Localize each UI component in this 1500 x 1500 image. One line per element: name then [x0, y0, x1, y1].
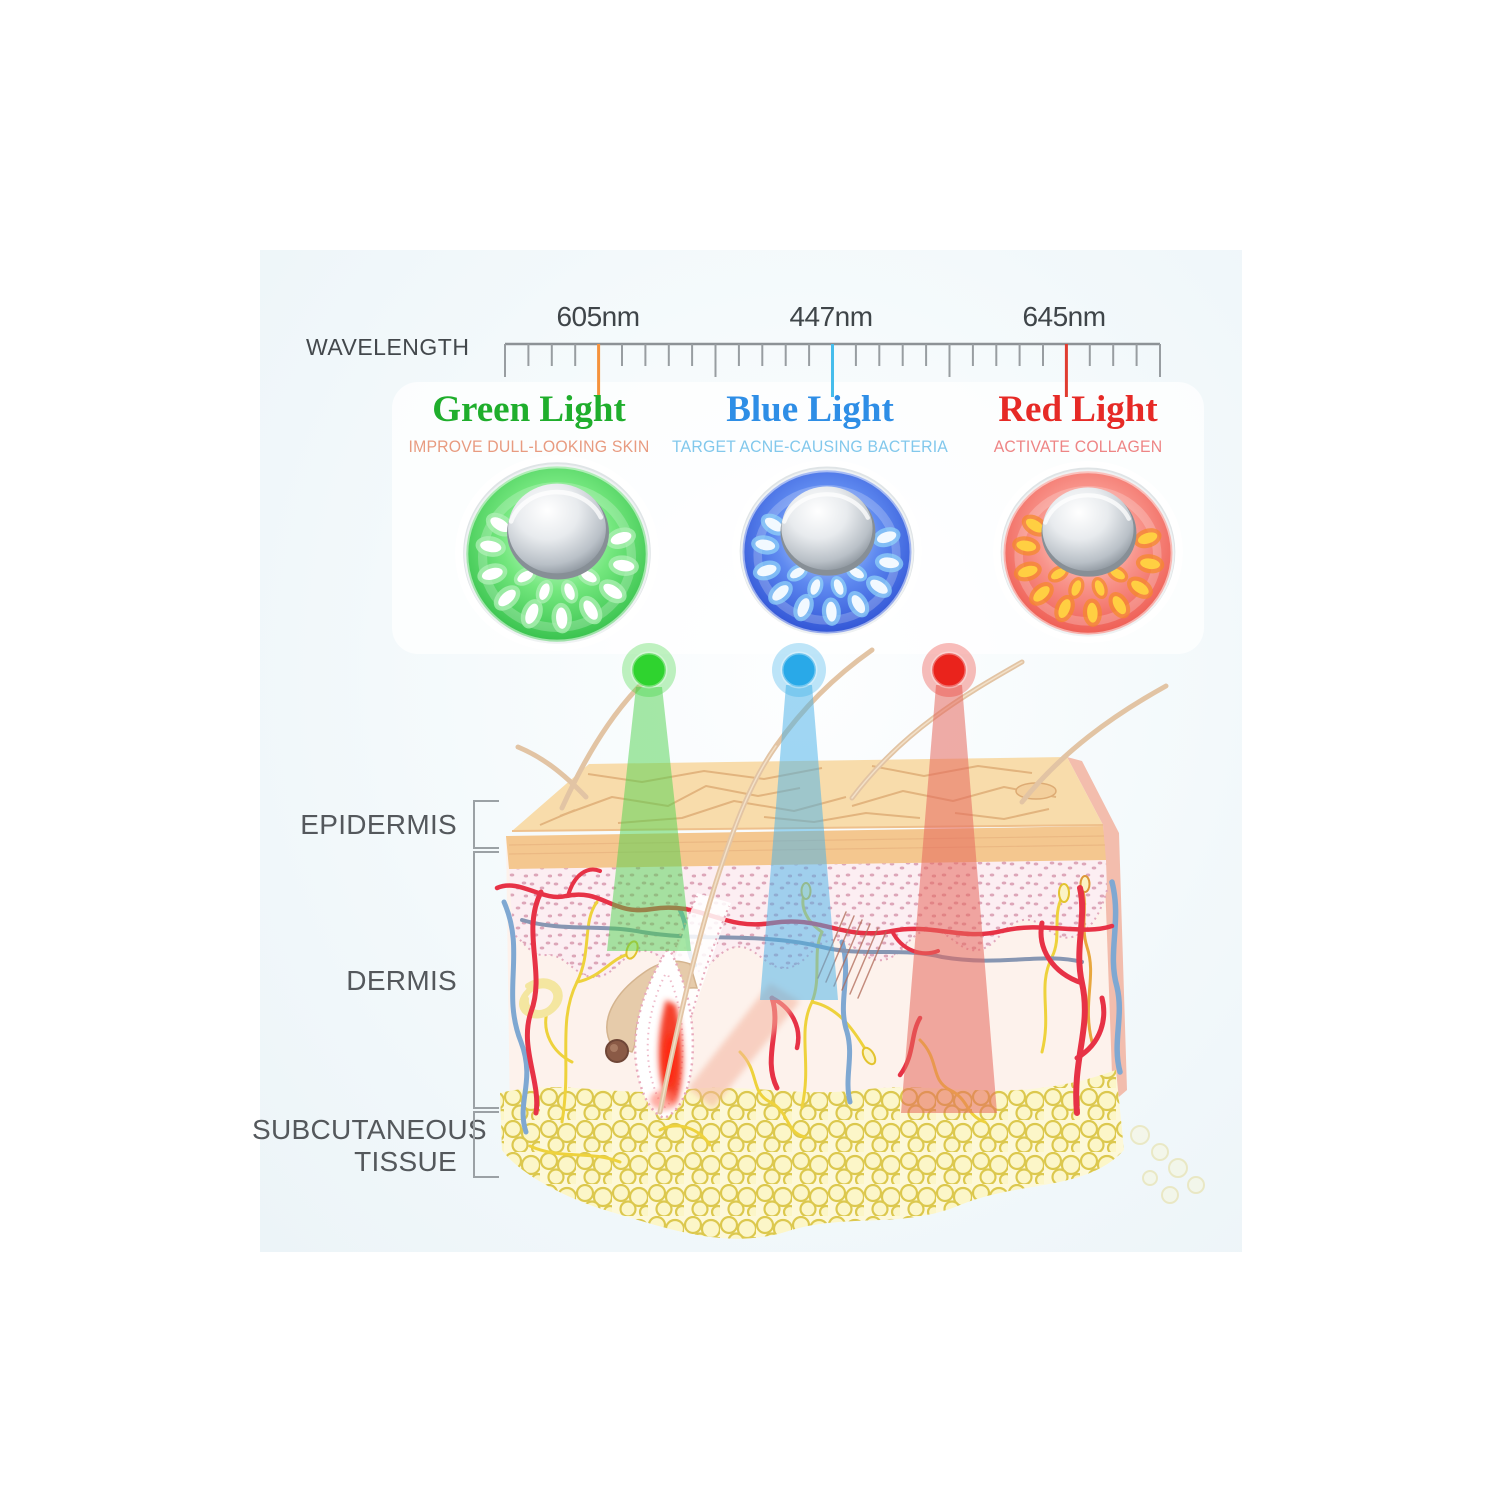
green-light-column: Green Light IMPROVE DULL-LOOKING SKIN [359, 390, 699, 457]
green-device-photo [453, 452, 661, 659]
epidermis-bracket [473, 800, 499, 849]
blue-device-photo [730, 457, 924, 650]
blue-light-column: Blue Light TARGET ACNE-CAUSING BACTERIA [640, 390, 980, 457]
green-light-title: Green Light [432, 389, 626, 430]
blue-light-title: Blue Light [726, 389, 894, 430]
dermis-label: DERMIS [346, 965, 457, 996]
green-light-subtitle: IMPROVE DULL-LOOKING SKIN [408, 437, 650, 456]
dermis-bracket [473, 851, 499, 1109]
blue-light-subtitle: TARGET ACNE-CAUSING BACTERIA [671, 437, 949, 456]
wavelength-value-645nm: 645nm [1022, 301, 1106, 332]
subcutaneous-bracket [473, 1111, 499, 1178]
epidermis-label: EPIDERMIS [300, 809, 457, 840]
red-device-photo [991, 458, 1185, 651]
wavelength-value-605nm: 605nm [556, 301, 640, 332]
red-light-column: Red Light ACTIVATE COLLAGEN [908, 390, 1248, 457]
wavelength-value-447nm: 447nm [789, 301, 873, 332]
subcutaneous-tissue-label: SUBCUTANEOUS TISSUE [252, 1114, 487, 1177]
wavelength-axis-label: WAVELENGTH [306, 334, 470, 360]
red-light-subtitle: ACTIVATE COLLAGEN [993, 437, 1163, 456]
red-light-title: Red Light [998, 389, 1158, 430]
